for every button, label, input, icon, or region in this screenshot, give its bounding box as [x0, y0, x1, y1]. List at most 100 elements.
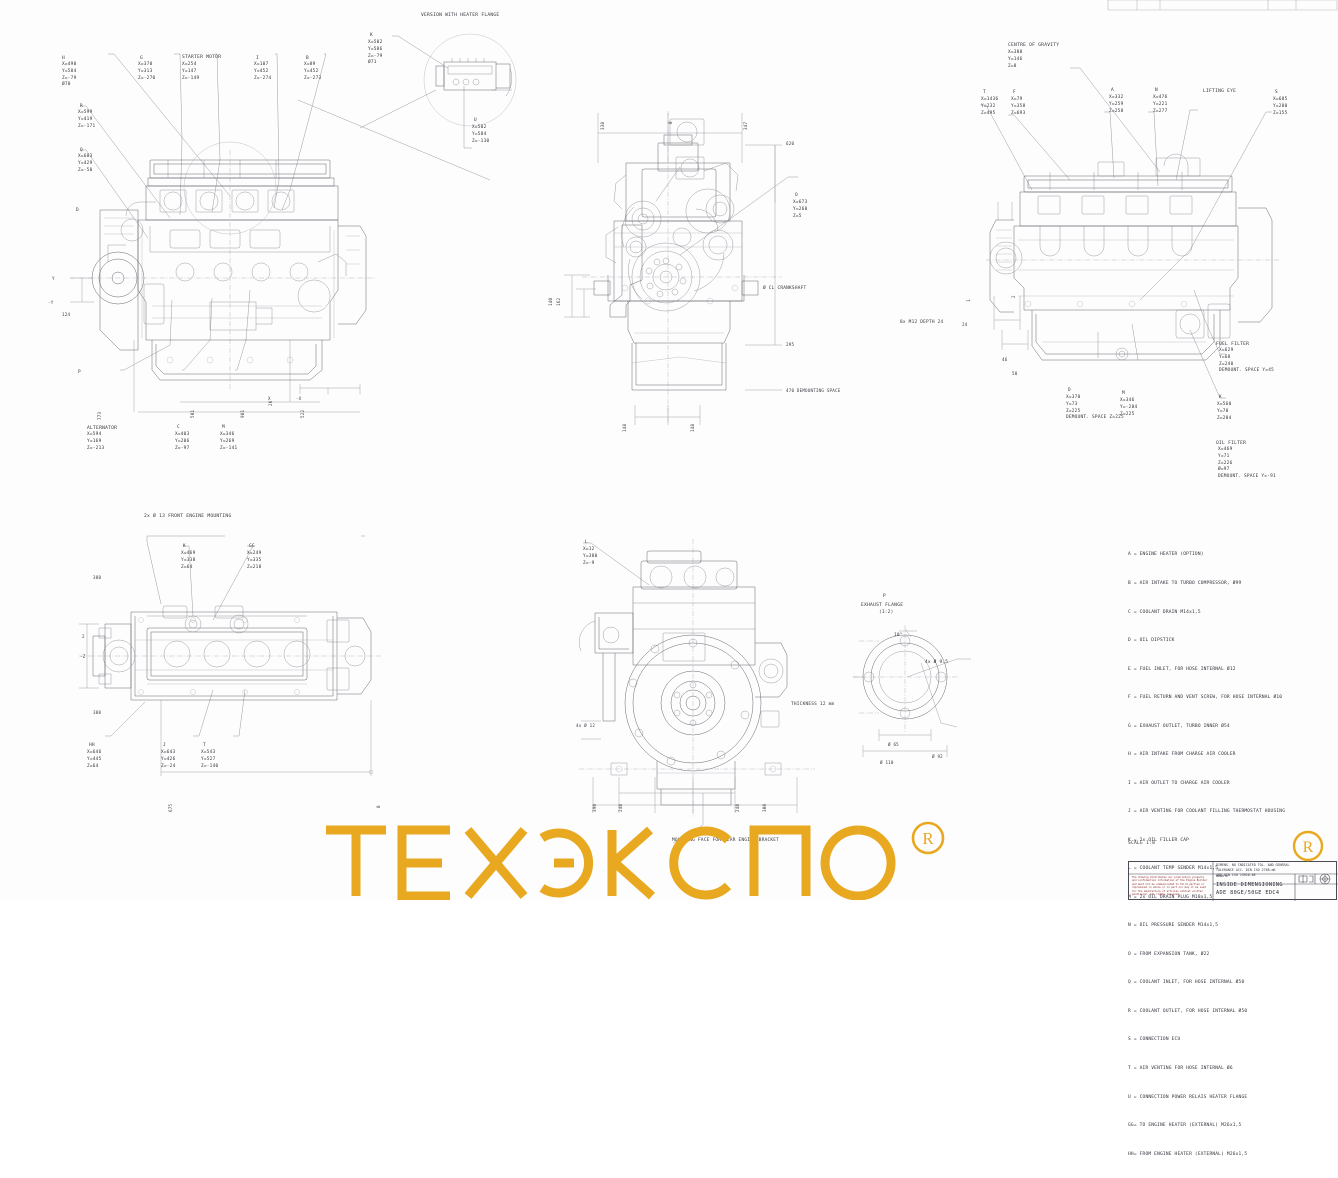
callout-cog-coords: X=388 Y=146 Z=8 [1008, 50, 1023, 69]
dim-620: 620 [786, 141, 795, 146]
dim-140: 140 [548, 297, 553, 306]
callout-I-coords: X=107 Y=452 Z=-274 [254, 62, 272, 81]
scale-note: SCALE 1:8 [1128, 841, 1156, 846]
callout-D: D [1068, 388, 1071, 393]
legend-item: J = AIR VENTING FOR COOLANT FILLING THER… [1128, 809, 1286, 815]
callout-T-coords: X=1436 Y=232 Z=495 [981, 97, 999, 116]
legend-item: B = AIR INTAKE TO TURBO COMPRESSOR, Ø99 [1128, 580, 1242, 586]
dim-Y: Y [52, 276, 55, 281]
detail-title: VERSION WITH HEATER FLANGE [421, 13, 500, 18]
callout-U-detail-coords: X=502 Y=584 Z=-130 [472, 125, 490, 144]
callout-Q: Q [80, 148, 83, 153]
view-bottom-left [75, 520, 385, 810]
callout-GG-coords: X=249 Y=335 Z=218 [247, 551, 262, 570]
sheet-frame [1107, 0, 1338, 11]
dim-240-a: 240 [618, 803, 623, 812]
callout-I: I [256, 56, 259, 61]
dim-46: 46 [1002, 357, 1008, 362]
dim-501: 501 [190, 409, 195, 418]
dim-380-top: 380 [93, 575, 102, 580]
label-fuel-filter: FUEL FILTER [1216, 342, 1250, 347]
callout-K-detail: K [370, 33, 373, 38]
callout-N: N [1155, 88, 1158, 93]
dim-minus-Y: -Y [48, 300, 54, 305]
callout-T: T [983, 90, 986, 95]
arrow-label-P: P [78, 370, 81, 375]
dim-470-demount: 470 DEMOUNTING SPACE [786, 388, 841, 393]
callout-K-bl-coords: X=469 Y=338 Z=64 [181, 551, 196, 570]
callout-S: S [1275, 90, 1278, 95]
callout-K-right-coords: X=560 Y=78 Z=284 [1217, 402, 1232, 421]
callout-starter-coords: X=254 Y=147 Z=-149 [182, 62, 200, 81]
dim-162: 162 [556, 297, 561, 306]
dim-0-bl: 0 [376, 805, 381, 808]
legend-item: C = COOLANT DRAIN M14x1,5 [1128, 609, 1201, 615]
dim-675: 675 [168, 803, 173, 812]
first-angle-projection-icon [1298, 875, 1314, 883]
callout-J: J [163, 743, 166, 748]
dim-26: 26 [268, 400, 273, 406]
callout-J-coords: X=643 Y=426 Z=-24 [161, 750, 176, 769]
callout-R: R [80, 104, 83, 109]
callout-L-coords: X=12 Y=380 Z=-9 [583, 547, 598, 566]
callout-fuel-filter-coords: X=629 Y=68 Z=240 DEMOUNT. SPACE Y=45 [1219, 348, 1274, 374]
title-block-drawn-by-label: DRAWN BY [1216, 875, 1229, 878]
dim-522: 522 [300, 409, 305, 418]
callout-alternator-coords: X=594 Y=169 Z=-213 [87, 432, 105, 451]
dim-2-bl: 2 [82, 634, 85, 639]
legend-item: L = COOLANT TEMP SENDER M14x1,5 [1128, 866, 1219, 872]
detail-heater-flange [359, 8, 560, 168]
callout-K-detail-coords: X=502 Y=586 Z=-79 Ø71 [368, 40, 383, 66]
callout-N-coords: X=476 Y=221 Z=277 [1153, 95, 1168, 114]
note-crankshaft-cl: Ø CL CRANKSHAFT [763, 286, 807, 291]
legend-item: E = FUEL INLET, FOR HOSE INTERNAL Ø12 [1128, 666, 1236, 672]
callout-T-bl-coords: X=543 Y=527 Z=-140 [201, 750, 219, 769]
callout-O: O [795, 193, 798, 198]
label-centre-of-gravity: CENTRE OF GRAVITY [1008, 43, 1060, 48]
label-starter-motor: STARTER MOTOR [182, 55, 222, 60]
callout-F: F [1013, 90, 1016, 95]
note-mounting-face: MOUNTING FACE FOR REAR ENGINE BRACKET [672, 838, 780, 843]
legend-item: T = AIR VENTING FOR HOSE INTERNAL Ø6 [1128, 1066, 1233, 1071]
legend-item: I = AIR OUTLET TO CHARGE AIR COOLER [1128, 780, 1230, 786]
drawing-sheet: H X=490 Y=584 Z=-79 Ø70 G X=370 Y=313 Z=… [48, 0, 1338, 1157]
legend-item: A = ENGINE HEATER (OPTION) [1128, 552, 1204, 558]
callout-U-detail: U [474, 118, 477, 123]
arrow-label-D: D [76, 208, 79, 213]
note-4x-d95: 4x Ø 9.5 [925, 660, 949, 665]
callout-G-coords: X=370 Y=313 Z=-270 [138, 62, 156, 81]
callout-B-coords: X=89 Y=452 Z=-273 [304, 62, 322, 81]
callout-H: H [62, 56, 65, 61]
legend-item: G = EXHAUST OUTLET, TURBO INNER Ø54 [1128, 723, 1230, 729]
callout-A: A [1111, 88, 1114, 93]
dim-338: 338 [600, 121, 605, 130]
dim-124: 124 [62, 312, 71, 317]
callout-K-bl: K [183, 544, 186, 549]
note-m12-depth: 8x M12 DEPTH 24 [900, 320, 944, 325]
callout-L: L [585, 540, 588, 545]
dim-300: 300 [762, 803, 767, 812]
callout-GG: GG [249, 544, 255, 549]
title-block: The drawing distributes our proprietary … [1128, 861, 1338, 901]
legend-item: D = OIL DIPSTICK [1128, 638, 1175, 644]
legend-item: H = AIR INTAKE FROM CHARGE AIR COOLER [1128, 752, 1236, 758]
detail-exhaust-flange [845, 615, 975, 765]
dim-50: 50 [1012, 371, 1018, 376]
legend-item: O = FROM EXPANSION TANK, Ø22 [1128, 951, 1210, 957]
callout-K-right: K [1219, 395, 1222, 400]
legend-item: HH= FROM ENGINE HEATER (EXTERNAL) M26x1,… [1128, 1151, 1248, 1157]
flange-tag: P [883, 594, 886, 599]
callout-A-coords: X=332 Y=259 Z=258 [1109, 95, 1124, 114]
dim-295: 295 [786, 342, 795, 347]
callout-M-right-coords: X=346 Y=-284 Z=225 [1120, 398, 1138, 417]
title-block-tolerance-note: DIMENS. NO INDICATED TOL. AND GENERAL TO… [1216, 863, 1290, 877]
callout-O-coords: X=673 Y=260 Z=5 [793, 200, 808, 219]
callout-B: B [306, 56, 309, 61]
callout-oil-filter-coords: X=469 Y=71 Z=226 Ø=97 DEMOUNT. SPACE Y=-… [1218, 447, 1276, 480]
label-alternator: ALTERNATOR [87, 426, 118, 431]
drawing-title-line1: INSIDE DIMENSIONING [1216, 882, 1283, 888]
dim-2: 2 [1011, 295, 1016, 298]
callout-D-coords: X=370 Y=73 Z=225 DEMOUNT. SPACE Z=225 [1066, 395, 1124, 421]
dim-981: 981 [240, 409, 245, 418]
dim-d65: Ø 65 [888, 742, 899, 747]
